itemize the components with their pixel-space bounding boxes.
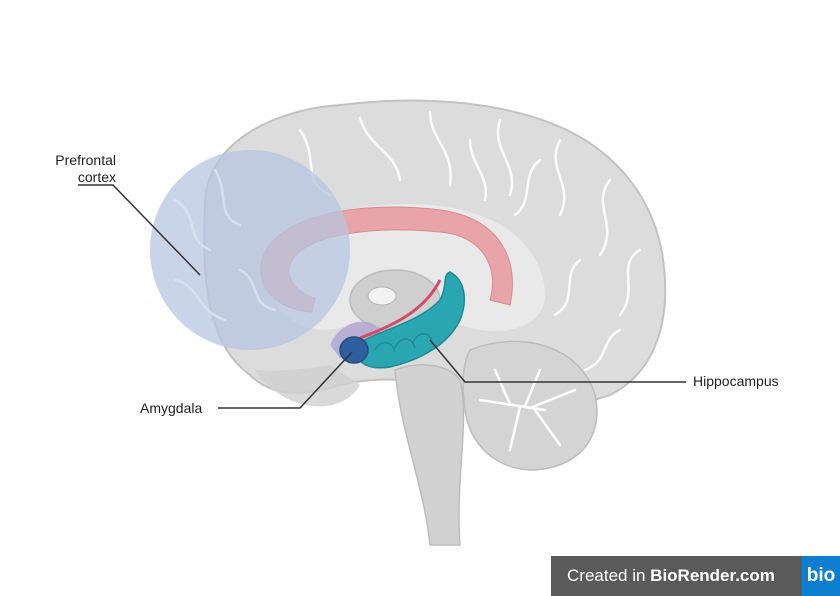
brainstem [394, 364, 465, 546]
amygdala-label: Amygdala [140, 400, 203, 416]
cerebellum-arbor [478, 368, 577, 452]
hippocampus-label: Hippocampus [693, 373, 779, 389]
temporal-lobe [255, 365, 360, 407]
prefrontal-label-line2: cortex [77, 169, 116, 185]
amygdala [339, 336, 369, 364]
prefrontal-leader [78, 184, 201, 276]
credit-text: Created in BioRender.com [551, 566, 775, 586]
hippocampus [354, 271, 466, 369]
amygdala-leader [218, 351, 353, 409]
hippocampus-leader [429, 339, 686, 383]
fornix [359, 279, 442, 340]
credit-prefix: Created in [567, 566, 651, 585]
biorender-logo-icon: bio [802, 556, 840, 596]
prefrontal-folds [173, 168, 277, 322]
credit-brand: BioRender.com [650, 566, 775, 585]
cortex-folds [298, 110, 642, 372]
hippocampus-ridges [374, 333, 433, 353]
prefrontal-highlight [150, 150, 350, 350]
biorender-credit-bar[interactable]: Created in BioRender.com bio [551, 556, 840, 596]
prefrontal-cortex-label: Prefrontal cortex [36, 152, 116, 186]
thalamus-core [367, 286, 397, 306]
prefrontal-label-line1: Prefrontal [55, 152, 116, 168]
